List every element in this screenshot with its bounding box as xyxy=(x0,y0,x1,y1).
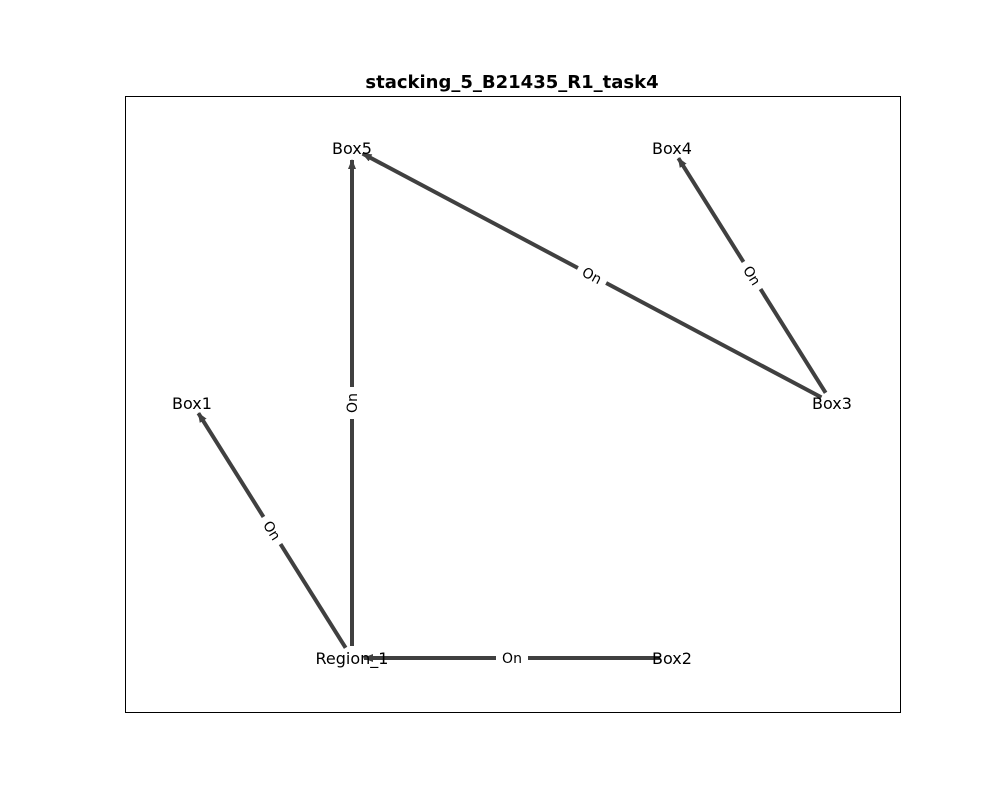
node-region-1: Region_1 xyxy=(316,649,389,669)
edge-label-background xyxy=(573,259,611,292)
edge-label: On xyxy=(502,651,522,667)
edge-label-group: On xyxy=(342,387,362,419)
edge-label-background xyxy=(255,511,289,550)
node-box3: Box3 xyxy=(812,394,852,413)
edge-label-background xyxy=(735,256,769,295)
edge-label-group: On xyxy=(255,511,289,550)
edge-label-group: On xyxy=(735,256,769,295)
edge-label: On xyxy=(345,393,361,413)
node-box1: Box1 xyxy=(172,394,212,413)
edges-layer xyxy=(196,151,828,662)
node-box5: Box5 xyxy=(332,139,372,158)
edge-label-background xyxy=(342,387,362,419)
diagram-title: stacking_5_B21435_R1_task4 xyxy=(365,72,658,93)
node-box2: Box2 xyxy=(652,649,692,668)
edge-label-group: On xyxy=(573,259,611,292)
node-box4: Box4 xyxy=(652,139,692,158)
plot-frame xyxy=(125,96,901,713)
edge-label-group: On xyxy=(496,648,528,668)
edge-label-background xyxy=(496,648,528,668)
